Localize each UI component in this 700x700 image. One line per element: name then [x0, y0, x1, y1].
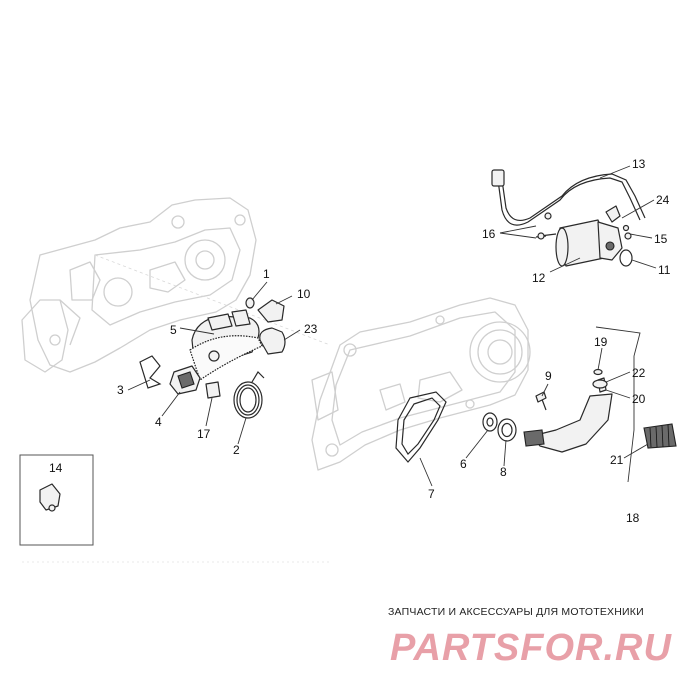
clamp-inset-box	[19, 454, 94, 546]
callout-19: 19	[594, 335, 608, 349]
callout-8: 8	[500, 465, 507, 479]
kickstart-gear-assembly	[139, 297, 286, 419]
crankcase-ghost-left	[21, 197, 257, 373]
callout-23: 23	[304, 322, 318, 336]
callout-20: 20	[632, 392, 646, 406]
crankcase-cover-ghost	[311, 297, 531, 471]
callout-6: 6	[460, 457, 467, 471]
cover-gasket	[395, 391, 447, 463]
callout-9: 9	[545, 369, 552, 383]
starter-motor-assembly	[491, 169, 646, 267]
callout-12: 12	[532, 271, 546, 285]
callout-24: 24	[656, 193, 670, 207]
callout-21: 21	[610, 453, 624, 467]
watermark-logo: PARTSFOR.RU	[390, 627, 672, 668]
callout-16: 16	[482, 227, 496, 241]
callout-2: 2	[233, 443, 240, 457]
watermark-tagline: ЗАПЧАСТИ И АКСЕССУАРЫ ДЛЯ МОТОТЕХНИКИ	[388, 606, 644, 618]
callout-1: 1	[263, 267, 270, 281]
callout-22: 22	[632, 366, 646, 380]
leader-lines	[127, 165, 657, 487]
callout-4: 4	[155, 415, 162, 429]
kickstart-lever-group	[523, 326, 677, 483]
callout-7: 7	[428, 487, 435, 501]
callout-5: 5	[170, 323, 177, 337]
watermark-logo-text: PARTSFOR.RU	[390, 627, 672, 668]
callout-11: 11	[658, 263, 671, 277]
washer	[482, 412, 498, 432]
callout-14: 14	[49, 461, 63, 475]
callout-labels: 1 10 5 23 3 4 17 2 7 6 8 9 19 22 20 21 1…	[49, 157, 671, 525]
callout-10: 10	[297, 287, 311, 301]
callout-17: 17	[197, 427, 211, 441]
callout-13: 13	[632, 157, 646, 171]
oil-seal	[497, 418, 517, 442]
callout-18: 18	[626, 511, 640, 525]
callout-3: 3	[117, 383, 124, 397]
callout-15: 15	[654, 232, 668, 246]
